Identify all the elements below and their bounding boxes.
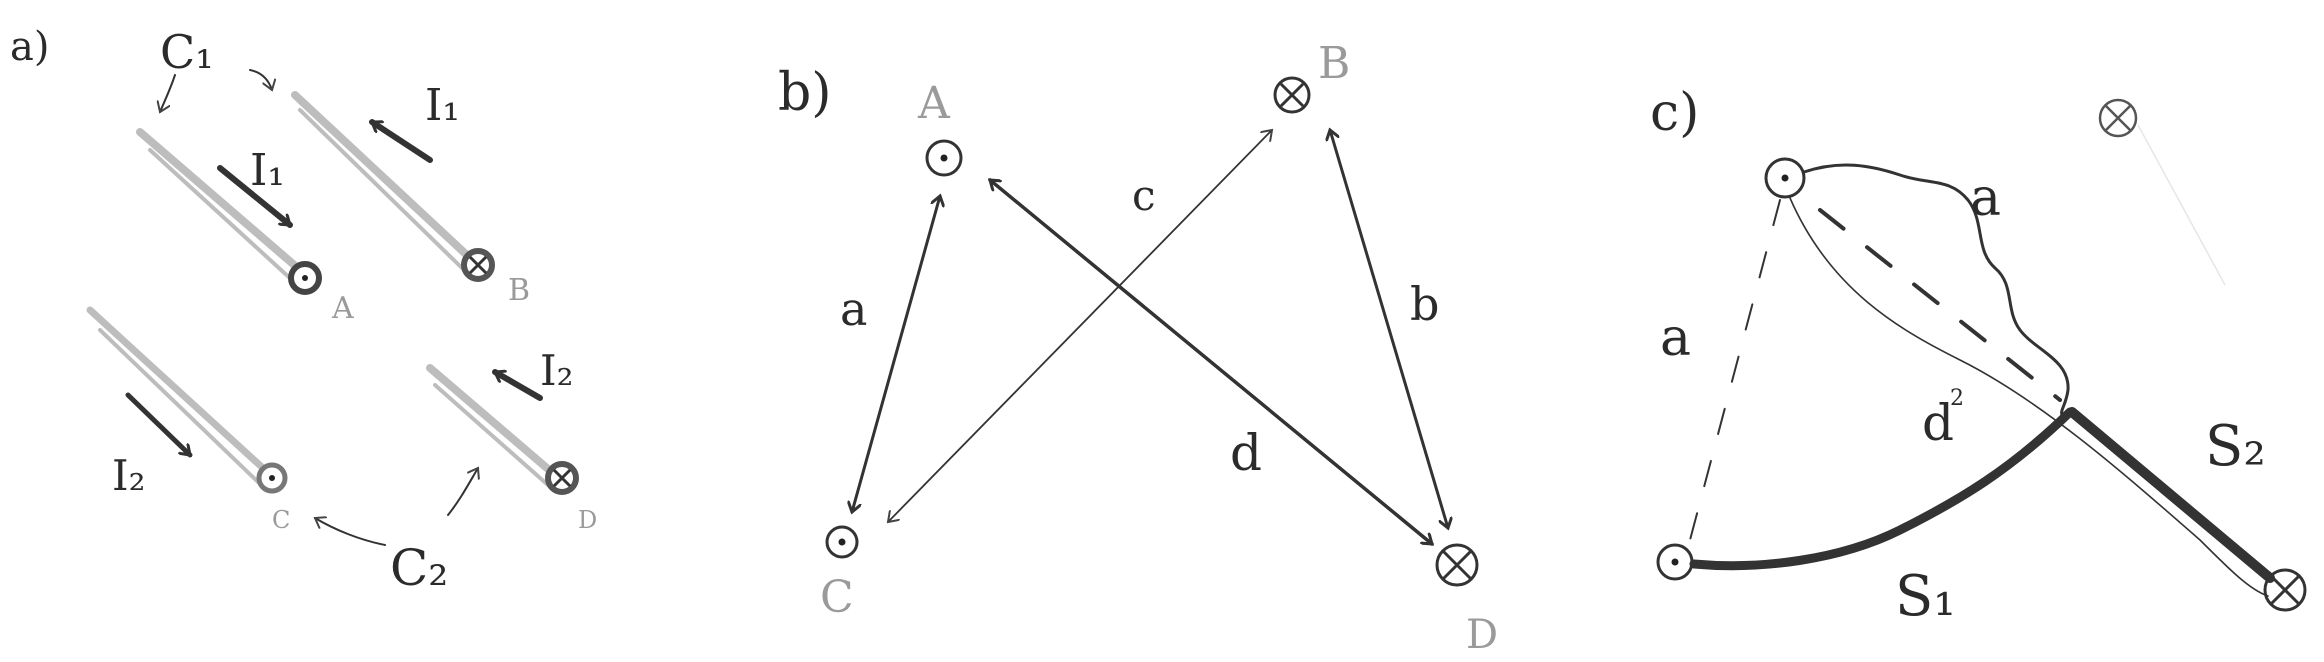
current-out-dot-icon xyxy=(940,154,948,162)
current-in-cross-icon xyxy=(468,255,488,275)
dashed-line-left-a xyxy=(1689,199,1781,541)
label-a-top: a xyxy=(1970,168,2001,228)
conductor-c-label: C xyxy=(272,506,290,534)
node-b-label: B xyxy=(1318,38,1350,89)
i1-right-arrow xyxy=(369,119,433,163)
c1-label: C₁ xyxy=(160,25,214,79)
label-d-exponent: 2 xyxy=(1950,386,1964,411)
c1-pointer-arrow-left xyxy=(160,74,176,112)
panel-b: b) A B C D a c d b xyxy=(778,38,1498,658)
line-d-to-d-node xyxy=(1789,197,2269,597)
c2-pointer-arrow-right xyxy=(447,468,478,516)
i2-right-arrow xyxy=(492,369,543,401)
label-s1: S₁ xyxy=(1895,564,1956,629)
faint-construction-line xyxy=(2137,124,2226,286)
current-out-dot-icon xyxy=(838,538,846,546)
cable-c-wire-inner xyxy=(98,328,260,484)
cable-b-wire xyxy=(291,91,474,262)
i1-left-label: I₁ xyxy=(250,145,285,196)
c2-label: C₂ xyxy=(390,539,448,597)
current-in-cross-icon xyxy=(2105,105,2131,131)
dashed-line-a xyxy=(1818,208,2062,402)
edge-b-arrow xyxy=(1330,130,1448,528)
current-in-cross-icon xyxy=(552,468,572,488)
edge-c-label: c xyxy=(1132,171,1156,220)
region-a-outline xyxy=(1802,163,2070,417)
curve-s1 xyxy=(1689,407,2075,571)
i2-right-label: I₂ xyxy=(540,346,573,395)
panel-c: c) a a d 2 S₂ S₁ xyxy=(1650,83,2307,629)
edge-d-arrow xyxy=(990,178,1432,546)
edge-a-arrow xyxy=(852,196,940,512)
current-in-cross-icon xyxy=(1279,82,1305,108)
conductor-a-label: A xyxy=(331,291,354,326)
conductor-a xyxy=(136,128,322,295)
edge-c-arrow xyxy=(888,130,1272,522)
edge-b-label: b xyxy=(1410,277,1439,331)
conductor-b-label: B xyxy=(508,273,530,308)
edge-a-label: a xyxy=(840,282,867,336)
label-a-left: a xyxy=(1660,308,1691,368)
i2-left-arrow xyxy=(125,392,193,458)
node-a-label: A xyxy=(917,78,951,129)
conductor-d xyxy=(426,364,579,495)
cable-a-wire xyxy=(136,128,304,274)
cable-b-wire-inner xyxy=(298,108,464,270)
current-out-dot-icon xyxy=(1781,174,1789,182)
c1-pointer-arrow-right xyxy=(249,69,272,90)
current-out-dot-icon xyxy=(269,475,275,481)
conductor-d-label: D xyxy=(578,506,597,534)
i2-left-label: I₂ xyxy=(112,451,145,500)
conductor-b xyxy=(291,91,495,282)
current-out-dot-icon xyxy=(1671,558,1679,566)
panel-c-tag: c) xyxy=(1650,83,1699,143)
cable-d-wire-inner xyxy=(433,383,550,487)
panel-a: a) C₁ A I₁ B I₁ C xyxy=(10,24,597,597)
current-in-cross-icon xyxy=(1441,549,1473,581)
i1-right-label: I₁ xyxy=(425,80,460,131)
node-d-label: D xyxy=(1466,612,1498,658)
i1-left-arrow xyxy=(217,165,293,228)
cable-d-wire xyxy=(426,364,559,479)
edge-d-label: d xyxy=(1230,424,1262,482)
line-s2 xyxy=(2067,407,2275,583)
cable-a-wire-inner xyxy=(148,148,294,282)
panel-a-tag: a) xyxy=(10,24,49,70)
conductor-c xyxy=(86,306,288,494)
current-in-cross-icon xyxy=(2269,574,2301,606)
label-d: d xyxy=(1922,394,1954,452)
node-c-label: C xyxy=(820,572,854,623)
label-s2: S₂ xyxy=(2205,414,2266,479)
current-out-dot-icon xyxy=(302,275,308,281)
panel-b-tag: b) xyxy=(778,63,832,123)
c2-pointer-arrow-left xyxy=(315,518,386,546)
cable-c-wire xyxy=(86,306,269,474)
